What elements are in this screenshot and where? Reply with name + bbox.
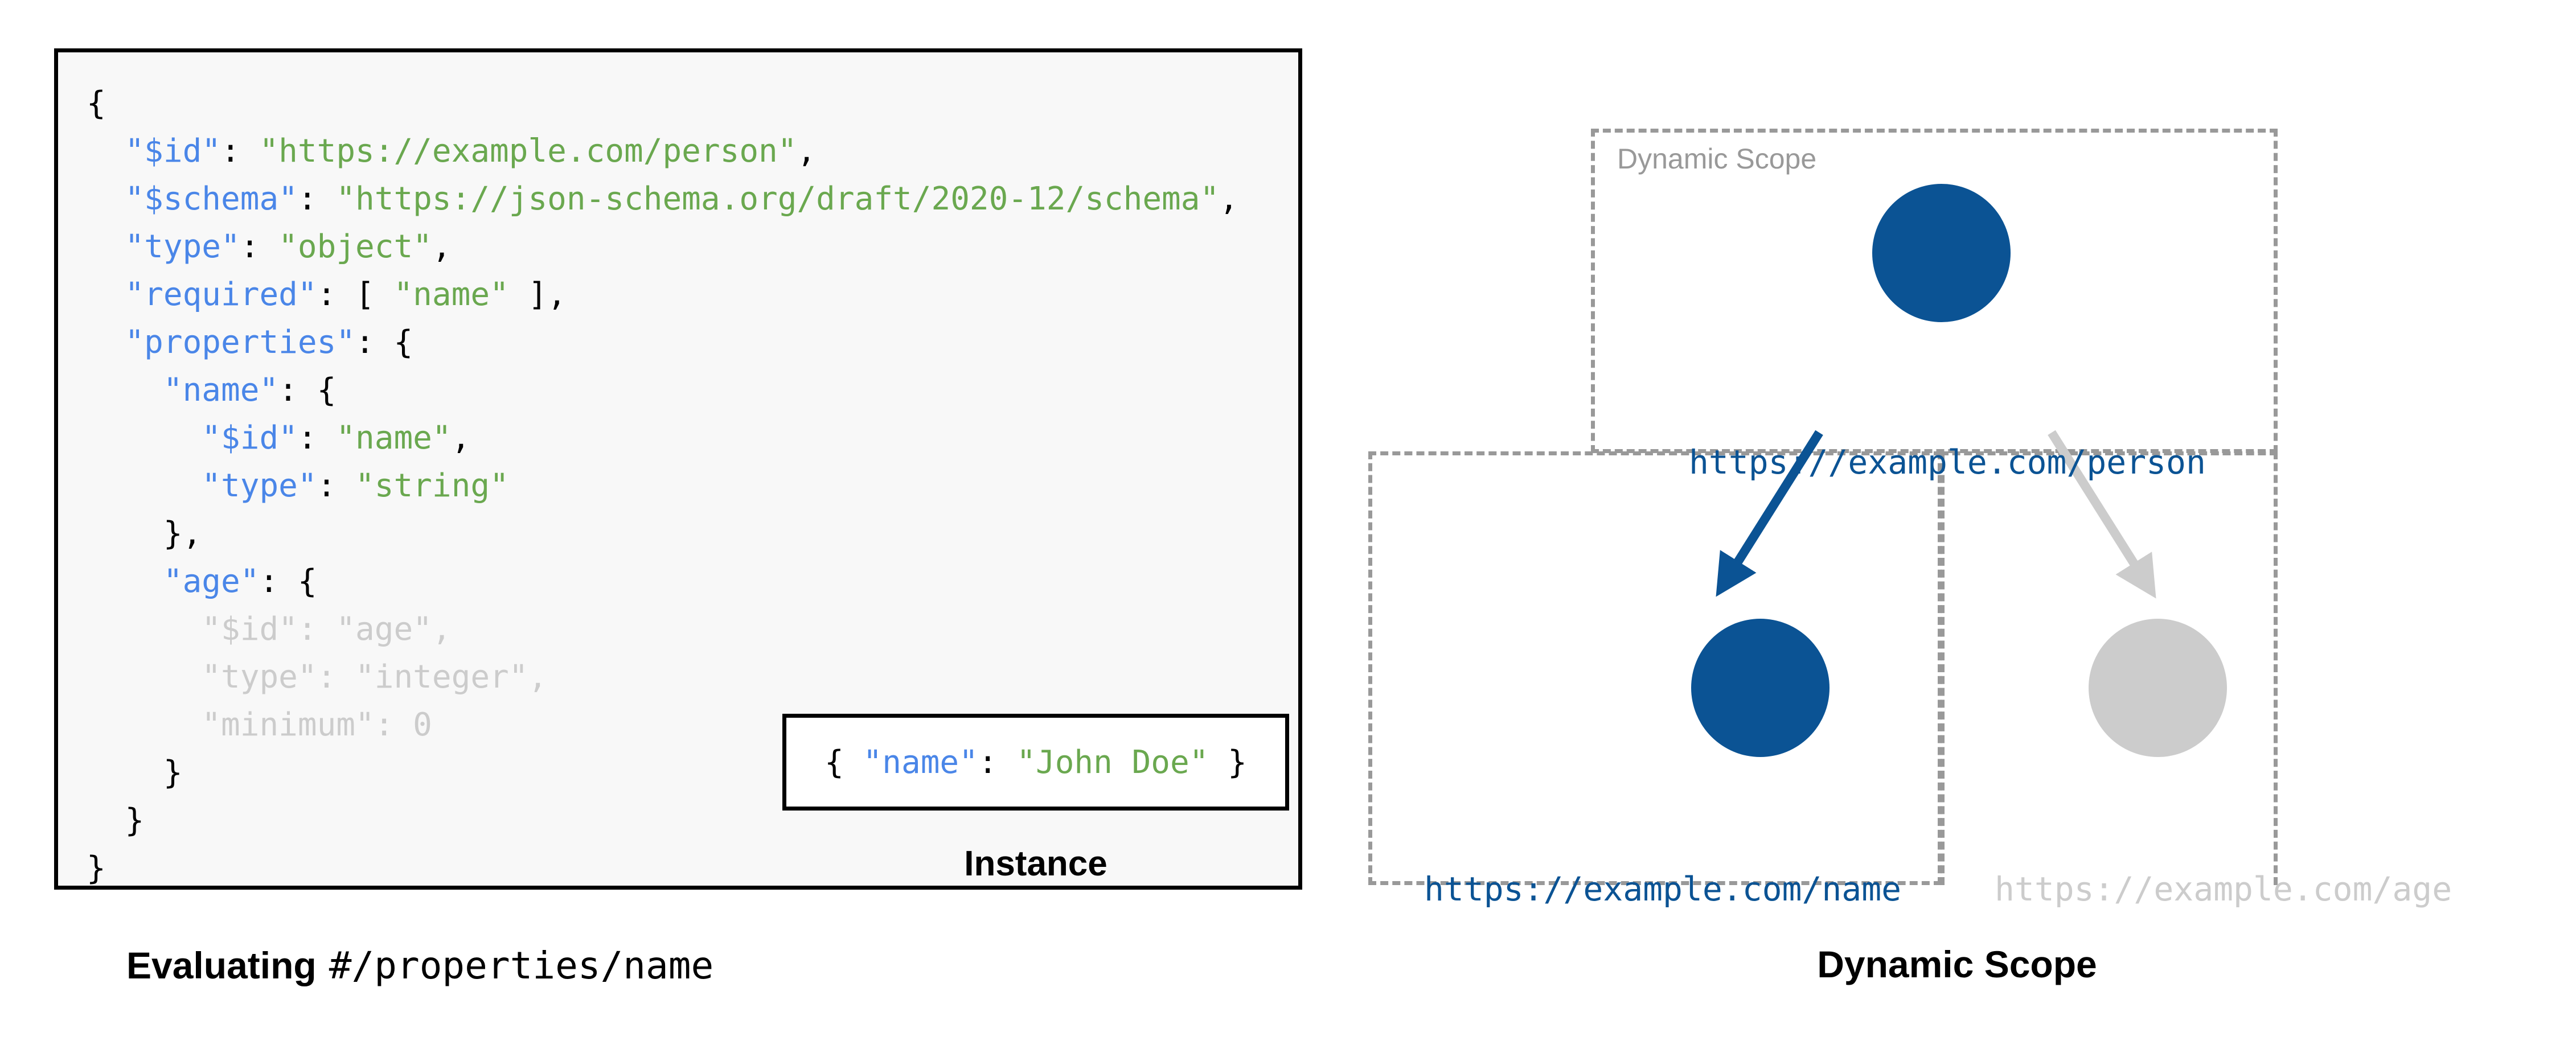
schema-code-line: "$id": "name",: [87, 414, 1238, 462]
schema-token: :: [297, 611, 337, 648]
schema-token: }: [87, 850, 106, 887]
instance-code: { "name": "John Doe" }: [825, 744, 1247, 781]
schema-panel-caption: Evaluating #/properties/name: [126, 944, 713, 988]
schema-panel: { "$id": "https://example.com/person", "…: [54, 48, 1302, 890]
scope-box-name: [1368, 451, 1942, 885]
schema-token: "minimum": [202, 706, 375, 743]
schema-token: "type": [202, 467, 317, 504]
schema-token: "https://example.com/person": [259, 133, 797, 170]
schema-token: ,: [1219, 180, 1238, 217]
schema-code-line: }: [87, 797, 1238, 845]
schema-code-line: "$id": "age",: [87, 606, 1238, 653]
schema-token: "https://json-schema.org/draft/2020-12/s…: [336, 180, 1220, 217]
node-person-circle: [1872, 184, 2011, 322]
schema-token: :: [297, 180, 337, 217]
schema-token: "name": [336, 419, 452, 456]
schema-token: ,: [432, 611, 452, 648]
instance-colon: :: [978, 743, 1017, 781]
schema-token: "string": [355, 467, 509, 504]
node-person-label: https://example.com/person: [1689, 443, 2206, 482]
schema-token: ],: [508, 276, 567, 313]
schema-token: :: [374, 706, 413, 743]
schema-caption-prefix: Evaluating: [126, 944, 317, 986]
schema-token: "required": [125, 276, 317, 313]
schema-code-line: "properties": {: [87, 319, 1238, 367]
schema-code-line: "age": {: [87, 558, 1238, 606]
schema-token: "age": [336, 611, 432, 648]
schema-token: "type": [202, 659, 317, 696]
schema-token: "type": [125, 228, 240, 265]
schema-token: "$id": [202, 611, 298, 648]
schema-token: : {: [355, 324, 413, 361]
instance-key: "name": [863, 743, 978, 781]
schema-code-line: "type": "string": [87, 462, 1238, 510]
instance-value: "John Doe": [1016, 743, 1209, 781]
schema-code-line: "$id": "https://example.com/person",: [87, 127, 1238, 175]
schema-token: :: [317, 659, 356, 696]
dynamic-scope-caption: Dynamic Scope: [1817, 943, 2097, 985]
schema-token: : {: [259, 563, 317, 600]
schema-token: }: [125, 802, 145, 839]
schema-code-line: "$schema": "https://json-schema.org/draf…: [87, 175, 1238, 223]
schema-token: ,: [451, 419, 471, 456]
scope-box-label: Dynamic Scope: [1617, 143, 1817, 175]
schema-token: },: [163, 515, 202, 552]
instance-close-brace: }: [1208, 743, 1247, 781]
node-age-circle: [2089, 619, 2227, 757]
schema-code-line: "required": [ "name" ],: [87, 271, 1238, 319]
schema-code-line: }: [87, 749, 1238, 797]
schema-code-block: { "$id": "https://example.com/person", "…: [87, 80, 1238, 892]
schema-token: : {: [278, 372, 337, 409]
schema-token: ,: [528, 659, 548, 696]
schema-caption-pointer: #/properties/name: [329, 944, 714, 988]
schema-code-line: "name": {: [87, 367, 1238, 414]
schema-token: {: [87, 85, 106, 122]
schema-token: "$id": [125, 133, 221, 170]
schema-token: "name": [163, 372, 279, 409]
schema-token: "$id": [202, 419, 298, 456]
schema-token: :: [317, 467, 356, 504]
schema-token: "properties": [125, 324, 356, 361]
instance-caption: Instance: [964, 844, 1107, 883]
schema-token: "object": [278, 228, 432, 265]
schema-token: ,: [797, 133, 817, 170]
schema-token: "age": [163, 563, 260, 600]
dynamic-scope-diagram: Dynamic Scope https://example.com/person…: [1338, 85, 2576, 1053]
node-age-label: https://example.com/age: [1995, 870, 2452, 908]
schema-token: }: [163, 754, 183, 791]
schema-code-line: }: [87, 845, 1238, 892]
schema-code-line: "type": "object",: [87, 223, 1238, 271]
schema-token: : [: [317, 276, 394, 313]
schema-code-line: {: [87, 80, 1238, 127]
schema-token: :: [240, 228, 279, 265]
schema-code-line: },: [87, 510, 1238, 558]
node-name-circle: [1691, 619, 1830, 757]
node-name-label: https://example.com/name: [1424, 870, 1902, 908]
schema-token: 0: [413, 706, 432, 743]
schema-code-line: "minimum": 0: [87, 701, 1238, 749]
schema-token: :: [297, 419, 337, 456]
schema-token: ,: [432, 228, 452, 265]
schema-token: "$schema": [125, 180, 298, 217]
instance-open-brace: {: [825, 743, 863, 781]
schema-code-line: "type": "integer",: [87, 653, 1238, 701]
instance-box: { "name": "John Doe" }: [782, 714, 1289, 811]
schema-token: "name": [393, 276, 509, 313]
schema-token: "integer": [355, 659, 528, 696]
schema-token: :: [221, 133, 260, 170]
scope-box-person: [1591, 129, 2278, 453]
